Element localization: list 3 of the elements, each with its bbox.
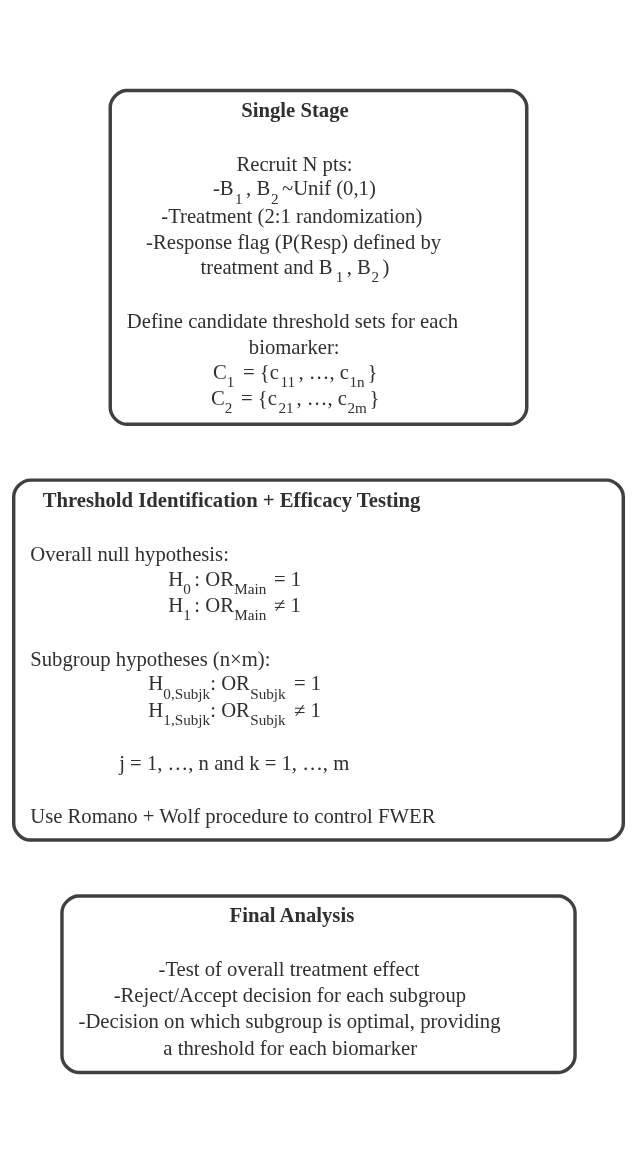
node-box: Final Analysis -Test of overall treatment effect -Reject/Accept decision for each subgroup -Decision on which subgroup is optimal, providing a threshold for each biomarker (60, 893, 577, 1074)
node-box: Single Stage Recruit N pts: -B$_{1}$, B$_{2}$~Unif (0,1) -Treatment (2:1 randomization) -Response flag (P(Resp) defined by treatment and B$_{1}$, B$_{2}$) Define candidate threshold sets for each biomarker: C$_{1}$ = {c$_{11}$, …, c$_{1n}$} C$_{2}$ = {c$_{21}$, …, c$_{2m}$} (108, 88, 529, 426)
node-box: Threshold Identification + Efficacy Testing Overall null hypothesis: H$_{0}$: OR$_{Main}$ = 1 H$_{1}$: OR$_{Main}$ ≠ 1 Subgroup hypotheses (n×m): H$_{0,Subjk}$: OR$_{Subjk}$ = 1 H$_{1,Subjk}$: OR$_{Subjk}$ ≠ 1 j = 1, …, n and k = 1, …, m Use Romano + Wolf procedure to control FWER (11, 477, 626, 842)
